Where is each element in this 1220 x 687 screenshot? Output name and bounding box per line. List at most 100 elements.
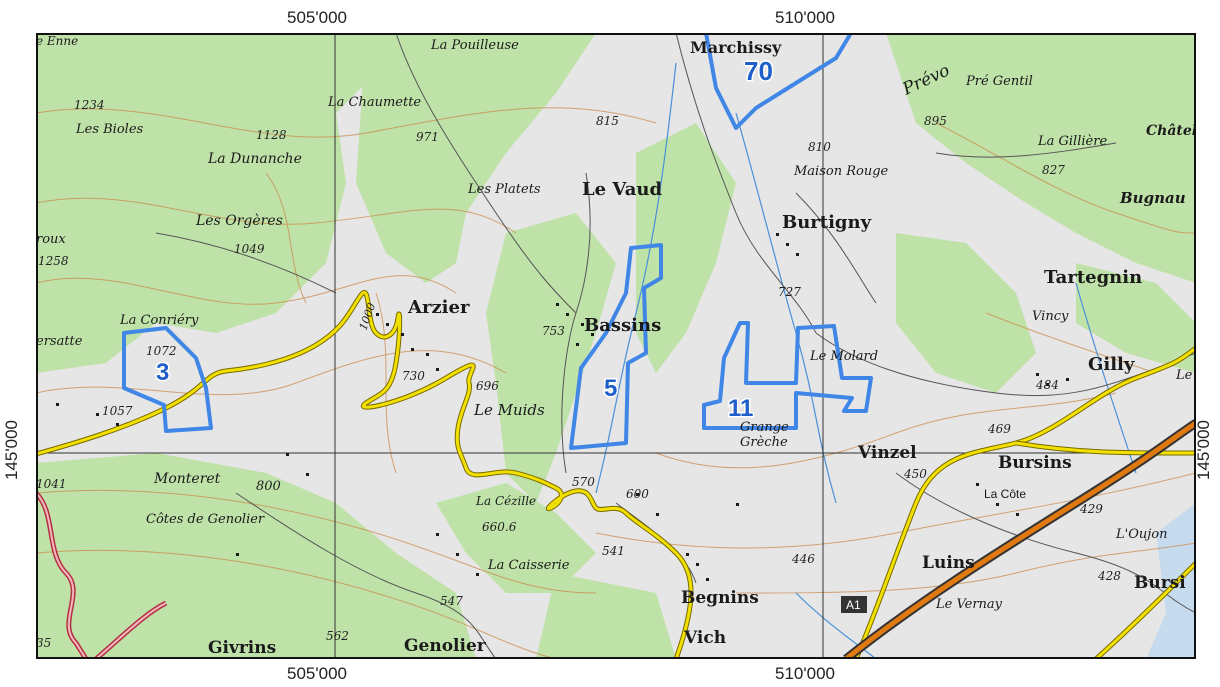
topographic-map: A1 70 3 5 11 Arzier xyxy=(36,33,1196,659)
place-label-le-muids: Le Muids xyxy=(473,401,545,419)
elevation-547: 547 xyxy=(440,594,463,608)
place-label-la-cote: La Côte xyxy=(984,487,1026,501)
town-label-givrins: Givrins xyxy=(208,638,276,658)
place-label-e-enne: e Enne xyxy=(36,34,78,48)
elevation-1057: 1057 xyxy=(102,404,133,418)
place-label-le: Le xyxy=(1175,368,1193,383)
highway-a1 xyxy=(843,419,1196,659)
elevation-730: 730 xyxy=(402,369,425,383)
zone-number-5: 5 xyxy=(604,375,617,402)
zone-number-11: 11 xyxy=(728,395,753,422)
elevation-450: 450 xyxy=(903,467,927,481)
elevation-1041: 1041 xyxy=(36,477,67,491)
town-label-gilly: Gilly xyxy=(1088,354,1135,375)
northing-label-right-145000: 145'000 xyxy=(1193,420,1213,480)
town-label-luins: Luins xyxy=(922,553,975,573)
place-label-greche: Grèche xyxy=(740,435,788,450)
elevation-895: 895 xyxy=(924,114,947,128)
elevation-1234: 1234 xyxy=(74,98,105,112)
town-label-bassins: Bassins xyxy=(584,315,661,336)
highway-label: A1 xyxy=(846,598,861,612)
zone-70-outline xyxy=(704,33,853,130)
elevation-570: 570 xyxy=(572,475,595,489)
easting-label-top-510000: 510'000 xyxy=(775,8,835,27)
place-label-pre-gentil: Pré Gentil xyxy=(965,74,1033,89)
elevation-446: 446 xyxy=(791,552,815,566)
place-label-vincy: Vincy xyxy=(1032,309,1069,324)
elevation-800: 800 xyxy=(256,479,281,494)
place-label-les-bioles: Les Bioles xyxy=(75,122,144,137)
town-label-bursi: Bursi xyxy=(1134,573,1186,593)
zone-number-3: 3 xyxy=(156,359,169,386)
place-label-la-dunanche: La Dunanche xyxy=(207,151,302,167)
elevation-1258: 1258 xyxy=(38,254,69,268)
place-label-le-molard: Le Molard xyxy=(809,349,878,364)
town-label-genolier: Genolier xyxy=(404,636,487,656)
building-dots xyxy=(56,233,1069,581)
elevation-753: 753 xyxy=(542,324,565,338)
lake xyxy=(1146,503,1196,659)
elevation-541: 541 xyxy=(602,544,625,558)
place-label-la-chaumette: La Chaumette xyxy=(327,95,421,110)
elevation-827: 827 xyxy=(1042,163,1065,177)
grid-lines xyxy=(36,33,1196,659)
place-label-monteret: Monteret xyxy=(153,471,221,487)
place-label-roux: roux xyxy=(36,232,66,247)
protection-zones xyxy=(122,33,873,450)
easting-label-bottom-505000: 505'000 xyxy=(287,664,347,683)
forest-areas xyxy=(36,33,1196,659)
contour-lines xyxy=(36,107,1196,659)
elevation-971: 971 xyxy=(416,130,439,144)
place-label-la-caisserie: La Caisserie xyxy=(487,558,570,573)
town-label-begnins: Begnins xyxy=(681,588,759,608)
town-label-vich: Vich xyxy=(683,628,726,648)
elevation-815: 815 xyxy=(596,114,619,128)
elevation-484: 484 xyxy=(1035,378,1059,392)
main-road xyxy=(36,290,1196,659)
town-label-bursins: Bursins xyxy=(998,453,1072,473)
zone-number-70: 70 xyxy=(744,56,773,86)
town-label-vinzel: Vinzel xyxy=(857,443,917,463)
elevation-727: 727 xyxy=(778,285,801,299)
place-label-la-pouilleuse: La Pouilleuse xyxy=(430,38,519,53)
zone-5-outline xyxy=(569,243,663,450)
easting-label-bottom-510000: 510'000 xyxy=(775,664,835,683)
minor-roads xyxy=(155,33,1196,659)
elevation-600: 600 xyxy=(626,487,649,501)
place-label-les-orgeres: Les Orgères xyxy=(195,213,283,229)
place-label-les-platets: Les Platets xyxy=(467,182,541,197)
zone-11-outline xyxy=(702,321,873,430)
elevation-562: 562 xyxy=(326,629,349,643)
elevation-35: 35 xyxy=(36,636,51,650)
town-label-le-vaud: Le Vaud xyxy=(582,179,662,200)
place-label-l-oujon: L'Oujon xyxy=(1115,527,1167,542)
place-label-bugnau: Bugnau xyxy=(1119,189,1186,207)
place-label-la-gilliere: La Gillière xyxy=(1037,134,1107,149)
elevation-1049: 1049 xyxy=(234,242,265,256)
place-label-chatel: Châtel xyxy=(1146,123,1196,139)
elevation-660-6: 660.6 xyxy=(482,520,517,534)
town-label-marchissy: Marchissy xyxy=(690,38,782,57)
place-label-la-conriery: La Conriéry xyxy=(119,313,199,328)
elevation-1072: 1072 xyxy=(146,344,177,358)
elevation-810: 810 xyxy=(808,140,831,154)
highway-shield xyxy=(841,596,867,613)
place-label-ersatte: ersatte xyxy=(36,334,83,349)
town-label-burtigny: Burtigny xyxy=(782,212,872,233)
place-label-le-vernay: Le Vernay xyxy=(935,597,1003,612)
elevation-469: 469 xyxy=(987,422,1011,436)
place-label-la-cezille: La Cézille xyxy=(475,494,536,508)
elevation-428: 428 xyxy=(1097,569,1121,583)
map-frame xyxy=(36,33,1196,659)
place-label-grange: Grange xyxy=(740,420,789,435)
zone-3-outline xyxy=(122,326,213,433)
elevation-696: 696 xyxy=(476,379,499,393)
elevation-429: 429 xyxy=(1079,502,1103,516)
northing-label-left-145000: 145'000 xyxy=(1,420,21,480)
town-label-tartegnin: Tartegnin xyxy=(1044,267,1142,288)
town-label-arzier: Arzier xyxy=(407,297,470,318)
place-label-maison-rouge: Maison Rouge xyxy=(793,164,889,179)
place-label-cotes-de-genolier: Côtes de Genolier xyxy=(146,512,265,527)
easting-label-top-505000: 505'000 xyxy=(287,8,347,27)
elevation-1128: 1128 xyxy=(256,128,287,142)
